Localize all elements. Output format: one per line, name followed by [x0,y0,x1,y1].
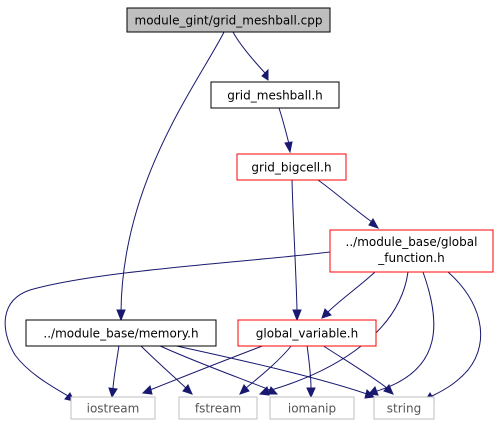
node-label: fstream [195,402,241,416]
node-label-line-1: ../module_base/global [346,235,478,249]
edge-global-variable-h-to-iostream [141,344,266,395]
edge-grid-bigcell-h-to-global-function-h [317,179,380,229]
node-grid-meshball-h[interactable]: grid_meshball.h [210,81,340,109]
edge-memory-h-to-iostream [108,344,120,399]
nodes: module_gint/grid_meshball.cpp grid_meshb… [25,7,494,420]
node-label: global_variable.h [256,327,358,341]
node-grid-meshball-cpp[interactable]: module_gint/grid_meshball.cpp [126,7,331,33]
edge-cpp-to-memory-h [116,31,225,322]
edge-global-function-h-to-iomanip [368,271,435,396]
node-iostream[interactable]: iostream [70,396,156,420]
edge-memory-h-to-string [171,344,376,399]
node-label-line-2: _function.h [377,251,444,265]
node-label: module_gint/grid_meshball.cpp [135,14,323,28]
edge-grid-bigcell-h-to-global-variable-h [291,179,302,322]
node-label: ../module_base/memory.h [43,327,198,341]
node-iomanip[interactable]: iomanip [269,396,355,420]
node-label: iostream [87,402,140,416]
edge-memory-h-to-iomanip [157,344,279,395]
node-global-variable-h[interactable]: global_variable.h [237,319,377,347]
node-grid-bigcell-h[interactable]: grid_bigcell.h [236,153,347,181]
node-global-function-h[interactable]: ../module_base/global _function.h [329,229,494,273]
edge-memory-h-to-fstream [139,344,193,395]
edge-global-variable-h-to-iomanip [306,344,316,399]
node-label: grid_meshball.h [227,89,323,103]
node-label: iomanip [288,402,336,416]
node-label: string [387,402,421,416]
edge-cpp-to-grid-meshball-h [232,31,269,81]
edges [4,31,482,402]
edge-global-variable-h-to-fstream [239,344,293,395]
node-label: grid_bigcell.h [251,161,331,175]
edge-global-variable-h-to-string [321,344,394,395]
edge-global-function-h-to-global-variable-h [321,271,376,319]
node-string[interactable]: string [373,396,435,420]
node-fstream[interactable]: fstream [178,396,258,420]
edge-grid-meshball-h-to-grid-bigcell-h [278,107,293,154]
node-memory-h[interactable]: ../module_base/memory.h [25,319,217,347]
